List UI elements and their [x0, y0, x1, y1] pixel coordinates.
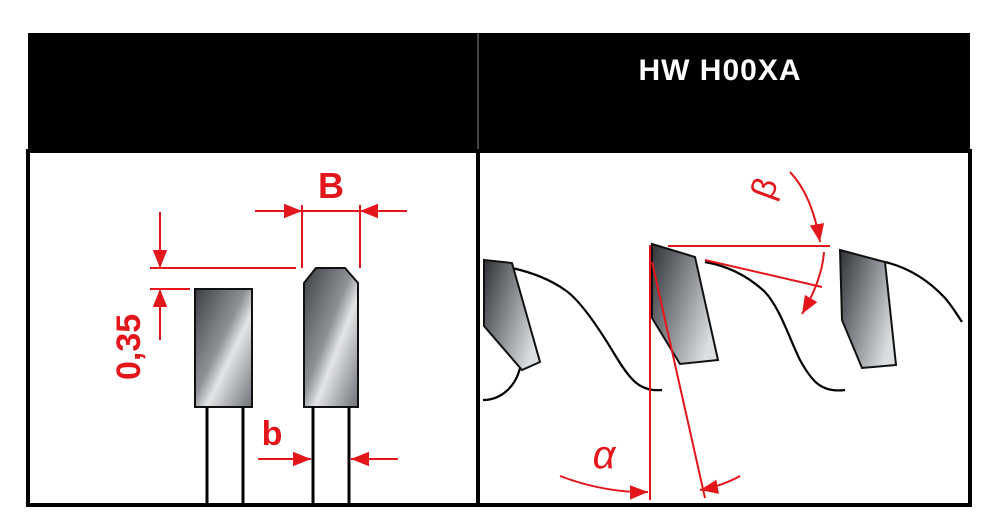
- ref-clearance: [704, 259, 823, 288]
- angle-beta-arc: [789, 171, 825, 243]
- header-bar: [28, 33, 970, 151]
- angle-alpha-arc: [559, 475, 649, 500]
- header-right-title: HW H00XA: [638, 54, 801, 87]
- tooth-left: [483, 258, 542, 372]
- saw-blade-profile: [482, 260, 963, 402]
- dim-width-label: B: [318, 165, 344, 206]
- left-panel: B 0,35 b: [110, 165, 407, 503]
- angle-alpha-label: α: [593, 433, 617, 477]
- angle-alpha-arc-right: [699, 475, 741, 494]
- ref-rake: [651, 261, 706, 499]
- tooth-chamfered: [303, 267, 359, 408]
- right-panel: α β: [482, 171, 963, 500]
- dim-body-label: b: [262, 415, 283, 453]
- tooth-right: [838, 248, 898, 370]
- dim-height-label: 0,35: [110, 314, 148, 380]
- right-panel-frame: [476, 149, 972, 507]
- tooth-flat: [194, 288, 253, 408]
- angle-beta-arc-lower: [801, 251, 825, 315]
